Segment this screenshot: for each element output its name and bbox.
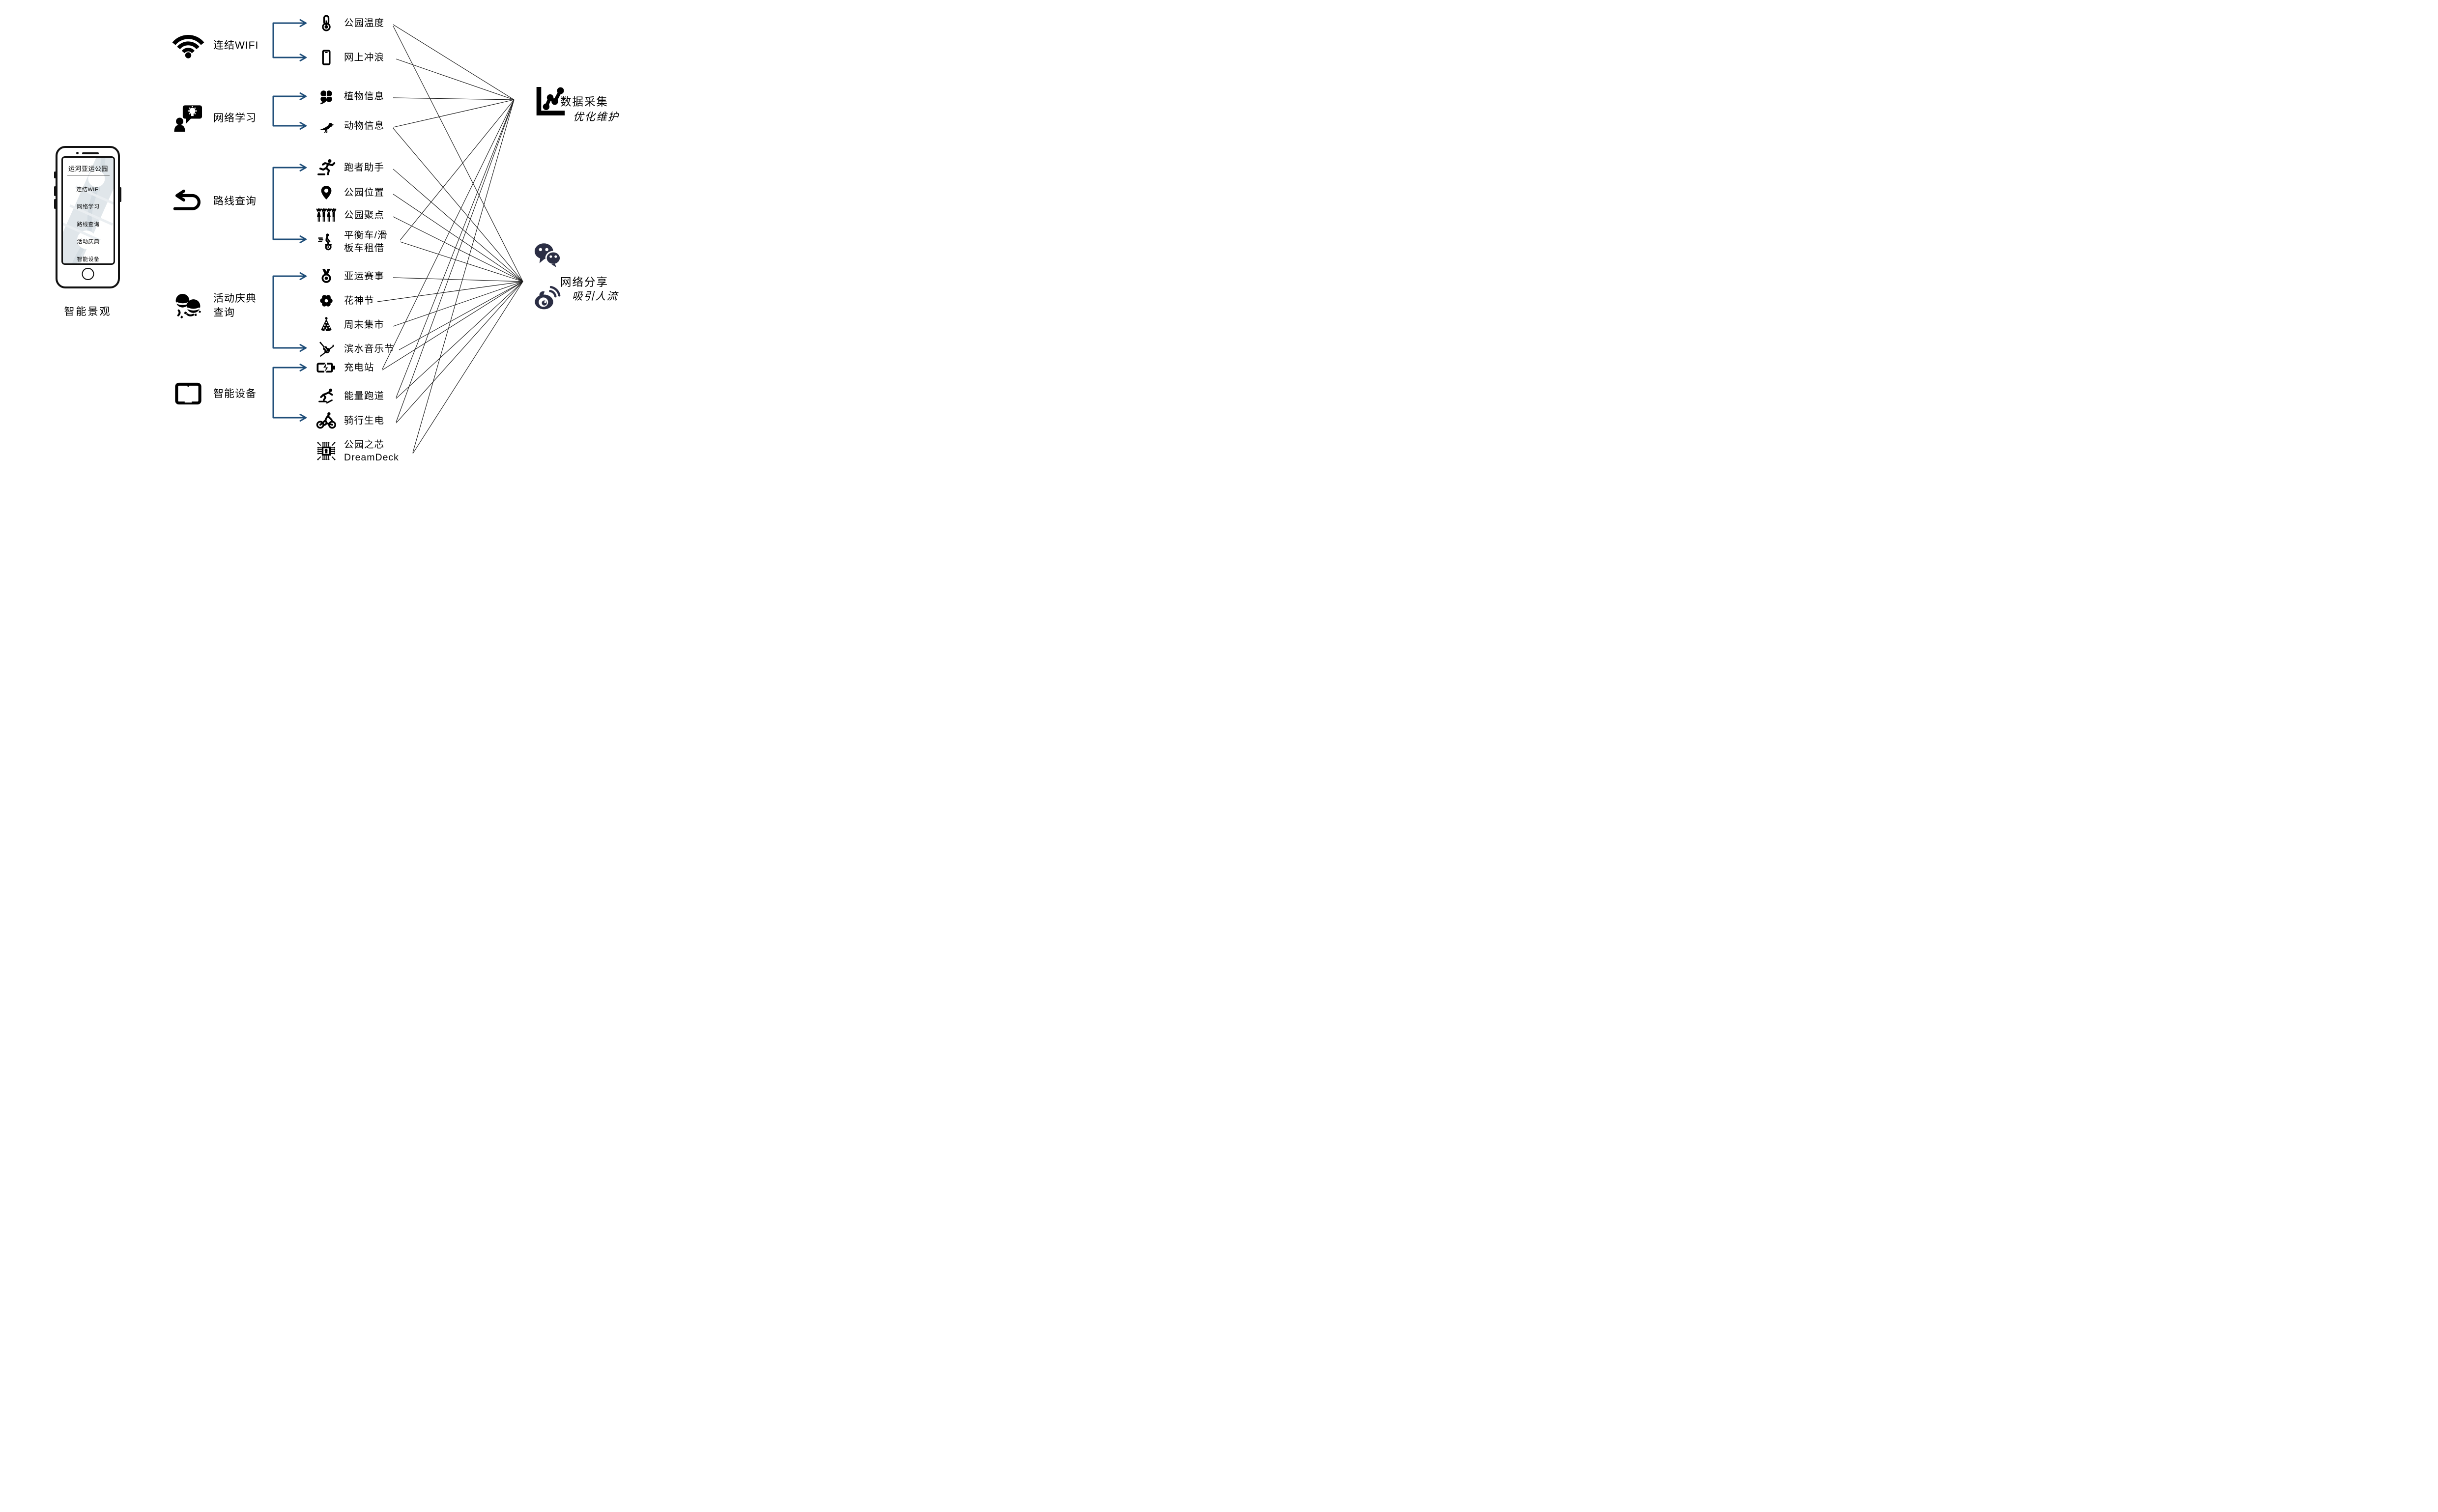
feature-4: 动物信息: [315, 119, 385, 133]
lines-to-data-collection: [382, 24, 515, 453]
phone-screen: 运河亚运公园 连结WIFI 网络学习路线查询活动庆典智能设备: [61, 156, 115, 265]
feature-2: 网上冲浪: [315, 50, 385, 65]
category-4: 活动庆典 查询: [171, 291, 257, 320]
feature-15-label: 骑行生电: [344, 415, 385, 426]
category-3: 路线查询: [171, 189, 257, 210]
feature-9-label: 亚运赛事: [344, 271, 385, 282]
category-2: 网络学习: [171, 105, 257, 132]
phone-menu-item: 活动庆典: [77, 239, 100, 245]
category-1: 连结WIFI: [171, 34, 259, 58]
feature-13-label: 充电站: [344, 362, 374, 373]
feature-11: 周末集市: [315, 317, 385, 331]
outcome-network-share-label: 网络分享: [560, 276, 609, 288]
outcome-data-collection-sublabel: 优化维护: [573, 111, 620, 123]
category-2-label: 网络学习: [213, 112, 257, 124]
phone-menu-item: 连结WIFI: [76, 186, 100, 193]
bird-icon: [315, 119, 338, 133]
feature-5-label: 跑者助手: [344, 162, 385, 173]
wechat-icon: [534, 243, 562, 268]
outcome-network-share-sublabel: 吸引人流: [572, 290, 619, 302]
phone-menu-item: 网络学习: [77, 204, 100, 210]
charging-station-icon: [315, 361, 338, 374]
feature-12: 滨水音乐节: [315, 342, 395, 357]
feature-14-label: 能量跑道: [344, 391, 385, 401]
category-5-label: 智能设备: [213, 388, 257, 399]
phone-side-button: [119, 187, 121, 202]
smart-device-icon: [171, 382, 205, 405]
feature-9: 亚运赛事: [315, 269, 385, 283]
feature-7-label: 公园聚点: [344, 210, 385, 221]
feature-13: 充电站: [315, 361, 374, 374]
feature-15: 骑行生电: [315, 412, 385, 429]
feature-1-label: 公园温度: [344, 18, 385, 29]
route-query-icon: [171, 189, 205, 210]
wifi-icon: [171, 34, 205, 58]
celebration-icon: [171, 291, 205, 320]
phone-side-button: [54, 186, 56, 196]
feature-7: 公园聚点: [315, 208, 385, 222]
map-pin-icon: [315, 186, 338, 200]
category-3-label: 路线查询: [213, 195, 257, 207]
category-4-label: 活动庆典 查询: [213, 293, 257, 318]
feature-2-label: 网上冲浪: [344, 52, 385, 63]
violin-icon: [315, 342, 338, 357]
runner-icon: [315, 159, 338, 175]
clover-icon: [315, 90, 338, 105]
feature-11-label: 周末集市: [344, 319, 385, 330]
feature-16-label: 公园之芯 DreamDeck: [344, 439, 399, 463]
phone-home-button: [82, 268, 94, 280]
phone-caption: 智能景观: [64, 306, 112, 317]
feature-10-label: 花神节: [344, 295, 374, 306]
phone-side-button: [54, 199, 56, 209]
phone-camera-dot: [76, 152, 79, 154]
feature-6: 公园位置: [315, 186, 385, 200]
feature-3: 植物信息: [315, 90, 385, 105]
category-1-label: 连结WIFI: [213, 39, 259, 51]
thermometer-icon: [315, 15, 338, 31]
flower-icon: [315, 294, 338, 307]
feature-3-label: 植物信息: [344, 91, 385, 102]
feature-1: 公园温度: [315, 15, 385, 31]
feature-6-label: 公园位置: [344, 187, 385, 198]
medal-icon: [315, 269, 338, 283]
cyclist-icon: [315, 412, 338, 429]
phone-menu-item: 智能设备: [77, 256, 100, 262]
phone-menu-item: 路线查询: [77, 221, 100, 228]
weibo-icon: [533, 285, 561, 312]
feature-12-label: 滨水音乐节: [344, 343, 395, 354]
phone-frame: 运河亚运公园 连结WIFI 网络学习路线查询活动庆典智能设备: [54, 146, 121, 288]
speed-skater-icon: [315, 388, 338, 404]
outcome-data-collection-label: 数据采集: [560, 96, 609, 108]
line-chart-icon: [534, 84, 568, 118]
crowd-icon: [315, 208, 338, 222]
phone-menu: 连结WIFI 网络学习路线查询活动庆典智能设备: [63, 185, 114, 263]
feature-8-label: 平衡车/滑 板车租借: [344, 230, 388, 254]
feature-5: 跑者助手: [315, 159, 385, 175]
segway-icon: [315, 229, 338, 255]
park-map-watermark: [63, 158, 114, 263]
phone-speaker: [82, 152, 99, 154]
phone-side-button: [54, 171, 56, 178]
feature-14: 能量跑道: [315, 388, 385, 404]
feature-4-label: 动物信息: [344, 120, 385, 131]
category-bracket-connectors: [272, 19, 307, 422]
feature-16: 公园之芯 DreamDeck: [315, 438, 399, 464]
feature-10: 花神节: [315, 294, 374, 307]
online-learning-icon: [171, 105, 205, 132]
category-5: 智能设备: [171, 382, 257, 405]
lines-to-network-share: [377, 26, 523, 454]
relation-lines-layer: [272, 19, 523, 454]
phone-screen-title: 运河亚运公园: [68, 165, 108, 172]
party-hat-icon: [315, 317, 338, 331]
feature-8: 平衡车/滑 板车租借: [315, 229, 387, 255]
smartphone-icon: [315, 50, 338, 65]
chip-icon: [315, 438, 338, 464]
